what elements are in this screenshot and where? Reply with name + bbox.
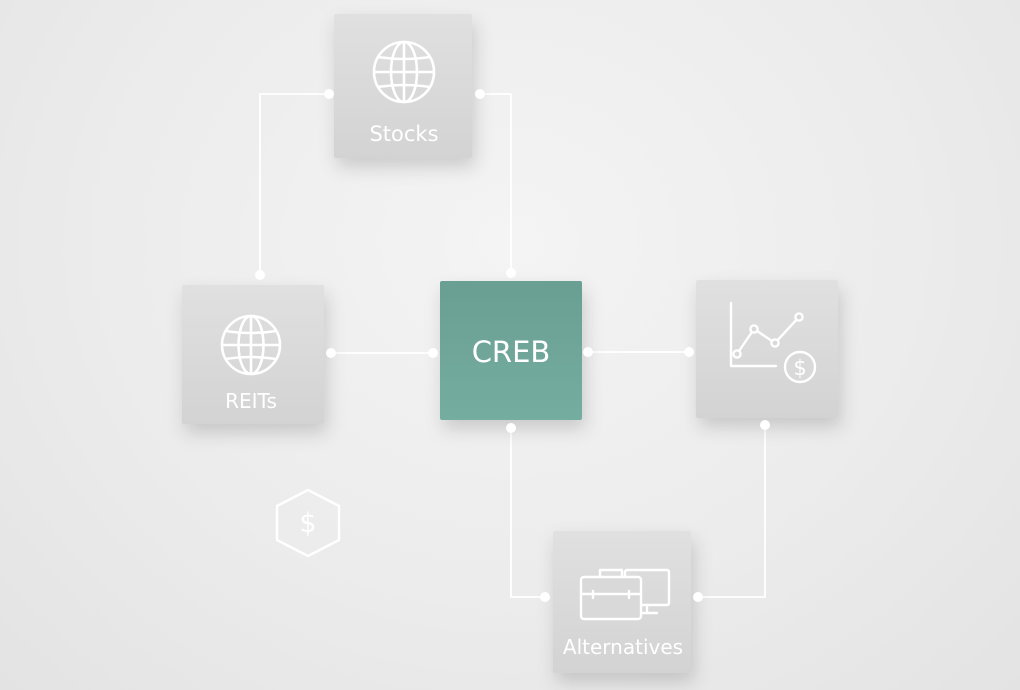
connector-dot <box>506 268 516 278</box>
globe-icon <box>372 40 436 104</box>
node-stocks-label: Stocks <box>369 122 438 146</box>
node-reits-tile <box>182 285 324 424</box>
node-alternatives-label: Alternatives <box>563 635 683 659</box>
connector-stocks-center <box>479 93 512 274</box>
connectors <box>259 93 766 598</box>
connector-dot <box>475 89 485 99</box>
node-center-tile <box>440 281 582 420</box>
node-stocks[interactable]: Stocks <box>334 14 472 158</box>
connector-dot <box>760 420 770 430</box>
hexagon-dollar-icon: $ <box>275 488 341 558</box>
connector-dot <box>506 423 516 433</box>
growth-chart-dollar-icon <box>729 301 817 384</box>
connector-dot <box>684 347 694 357</box>
node-growth[interactable]: $ <box>696 280 838 418</box>
connector-dot <box>255 270 265 280</box>
connector-center-alternatives <box>510 427 546 598</box>
connector-dot <box>324 89 334 99</box>
briefcase-monitor-icon <box>579 568 671 621</box>
node-center-label: CREB <box>472 335 551 369</box>
connector-growth-alternatives <box>697 424 766 598</box>
node-center[interactable]: CREB <box>440 281 582 420</box>
badge-dollar-sign: $ <box>299 508 316 539</box>
node-reits-label: REITs <box>225 389 277 413</box>
connector-dot <box>583 347 593 357</box>
connector-dots <box>255 89 770 602</box>
connector-dot <box>326 348 336 358</box>
connector-stocks-reits <box>259 93 330 276</box>
globe-icon <box>220 314 282 376</box>
dollar-sign: $ <box>793 356 806 380</box>
connector-dot <box>428 348 438 358</box>
node-alternatives[interactable]: Alternatives <box>553 531 691 673</box>
connector-dot <box>540 592 550 602</box>
node-reits[interactable]: REITs <box>182 285 324 424</box>
node-growth-tile <box>696 280 838 418</box>
connector-dot <box>693 592 703 602</box>
